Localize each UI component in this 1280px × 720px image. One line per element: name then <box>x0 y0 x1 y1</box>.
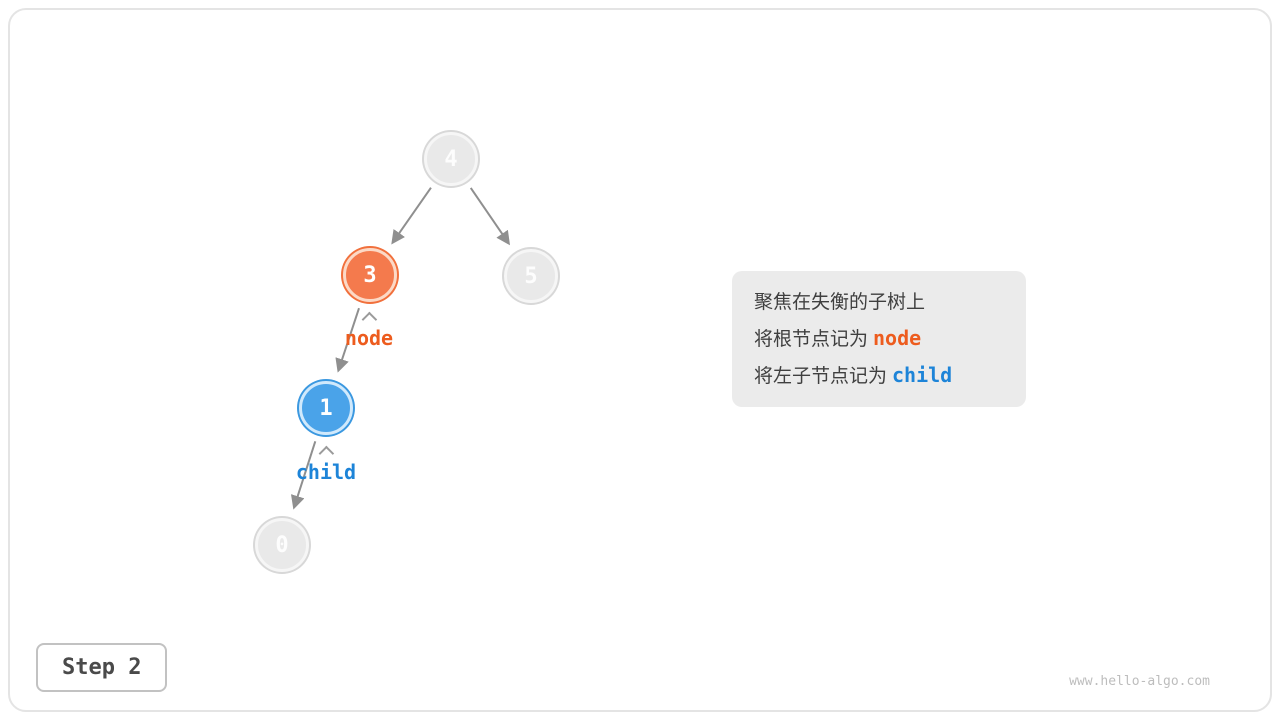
tree-node-value: 0 <box>275 532 289 558</box>
tree-node-5: 5 <box>504 249 558 303</box>
child-pointer: child <box>295 445 357 484</box>
tree-node-0: 0 <box>255 518 309 572</box>
caret-up-icon <box>318 445 334 462</box>
tree-node-3: 3 <box>343 248 397 302</box>
tree-node-value: 1 <box>319 395 333 421</box>
child-pointer-label: child <box>295 460 357 484</box>
step-badge: Step 2 <box>36 643 168 692</box>
tree-node-value: 3 <box>363 262 377 288</box>
annotation-keyword: node <box>873 326 922 350</box>
diagram-card <box>8 8 1272 712</box>
tree-node-4: 4 <box>424 132 478 186</box>
node-pointer-label: node <box>344 326 394 350</box>
tree-node-value: 4 <box>444 146 458 172</box>
tree-node-1: 1 <box>299 381 353 435</box>
watermark: www.hello-algo.com <box>1069 674 1210 689</box>
annotation-text: 将根节点记为 <box>754 328 869 350</box>
node-pointer: node <box>344 311 394 350</box>
annotation-line-1: 聚焦在失衡的子树上 <box>754 284 1004 320</box>
annotation-text: 聚焦在失衡的子树上 <box>754 291 926 313</box>
annotation-text: 将左子节点记为 <box>754 365 888 387</box>
tree-node-value: 5 <box>524 263 538 289</box>
annotation-keyword: child <box>892 363 953 387</box>
caret-up-icon <box>361 311 377 328</box>
